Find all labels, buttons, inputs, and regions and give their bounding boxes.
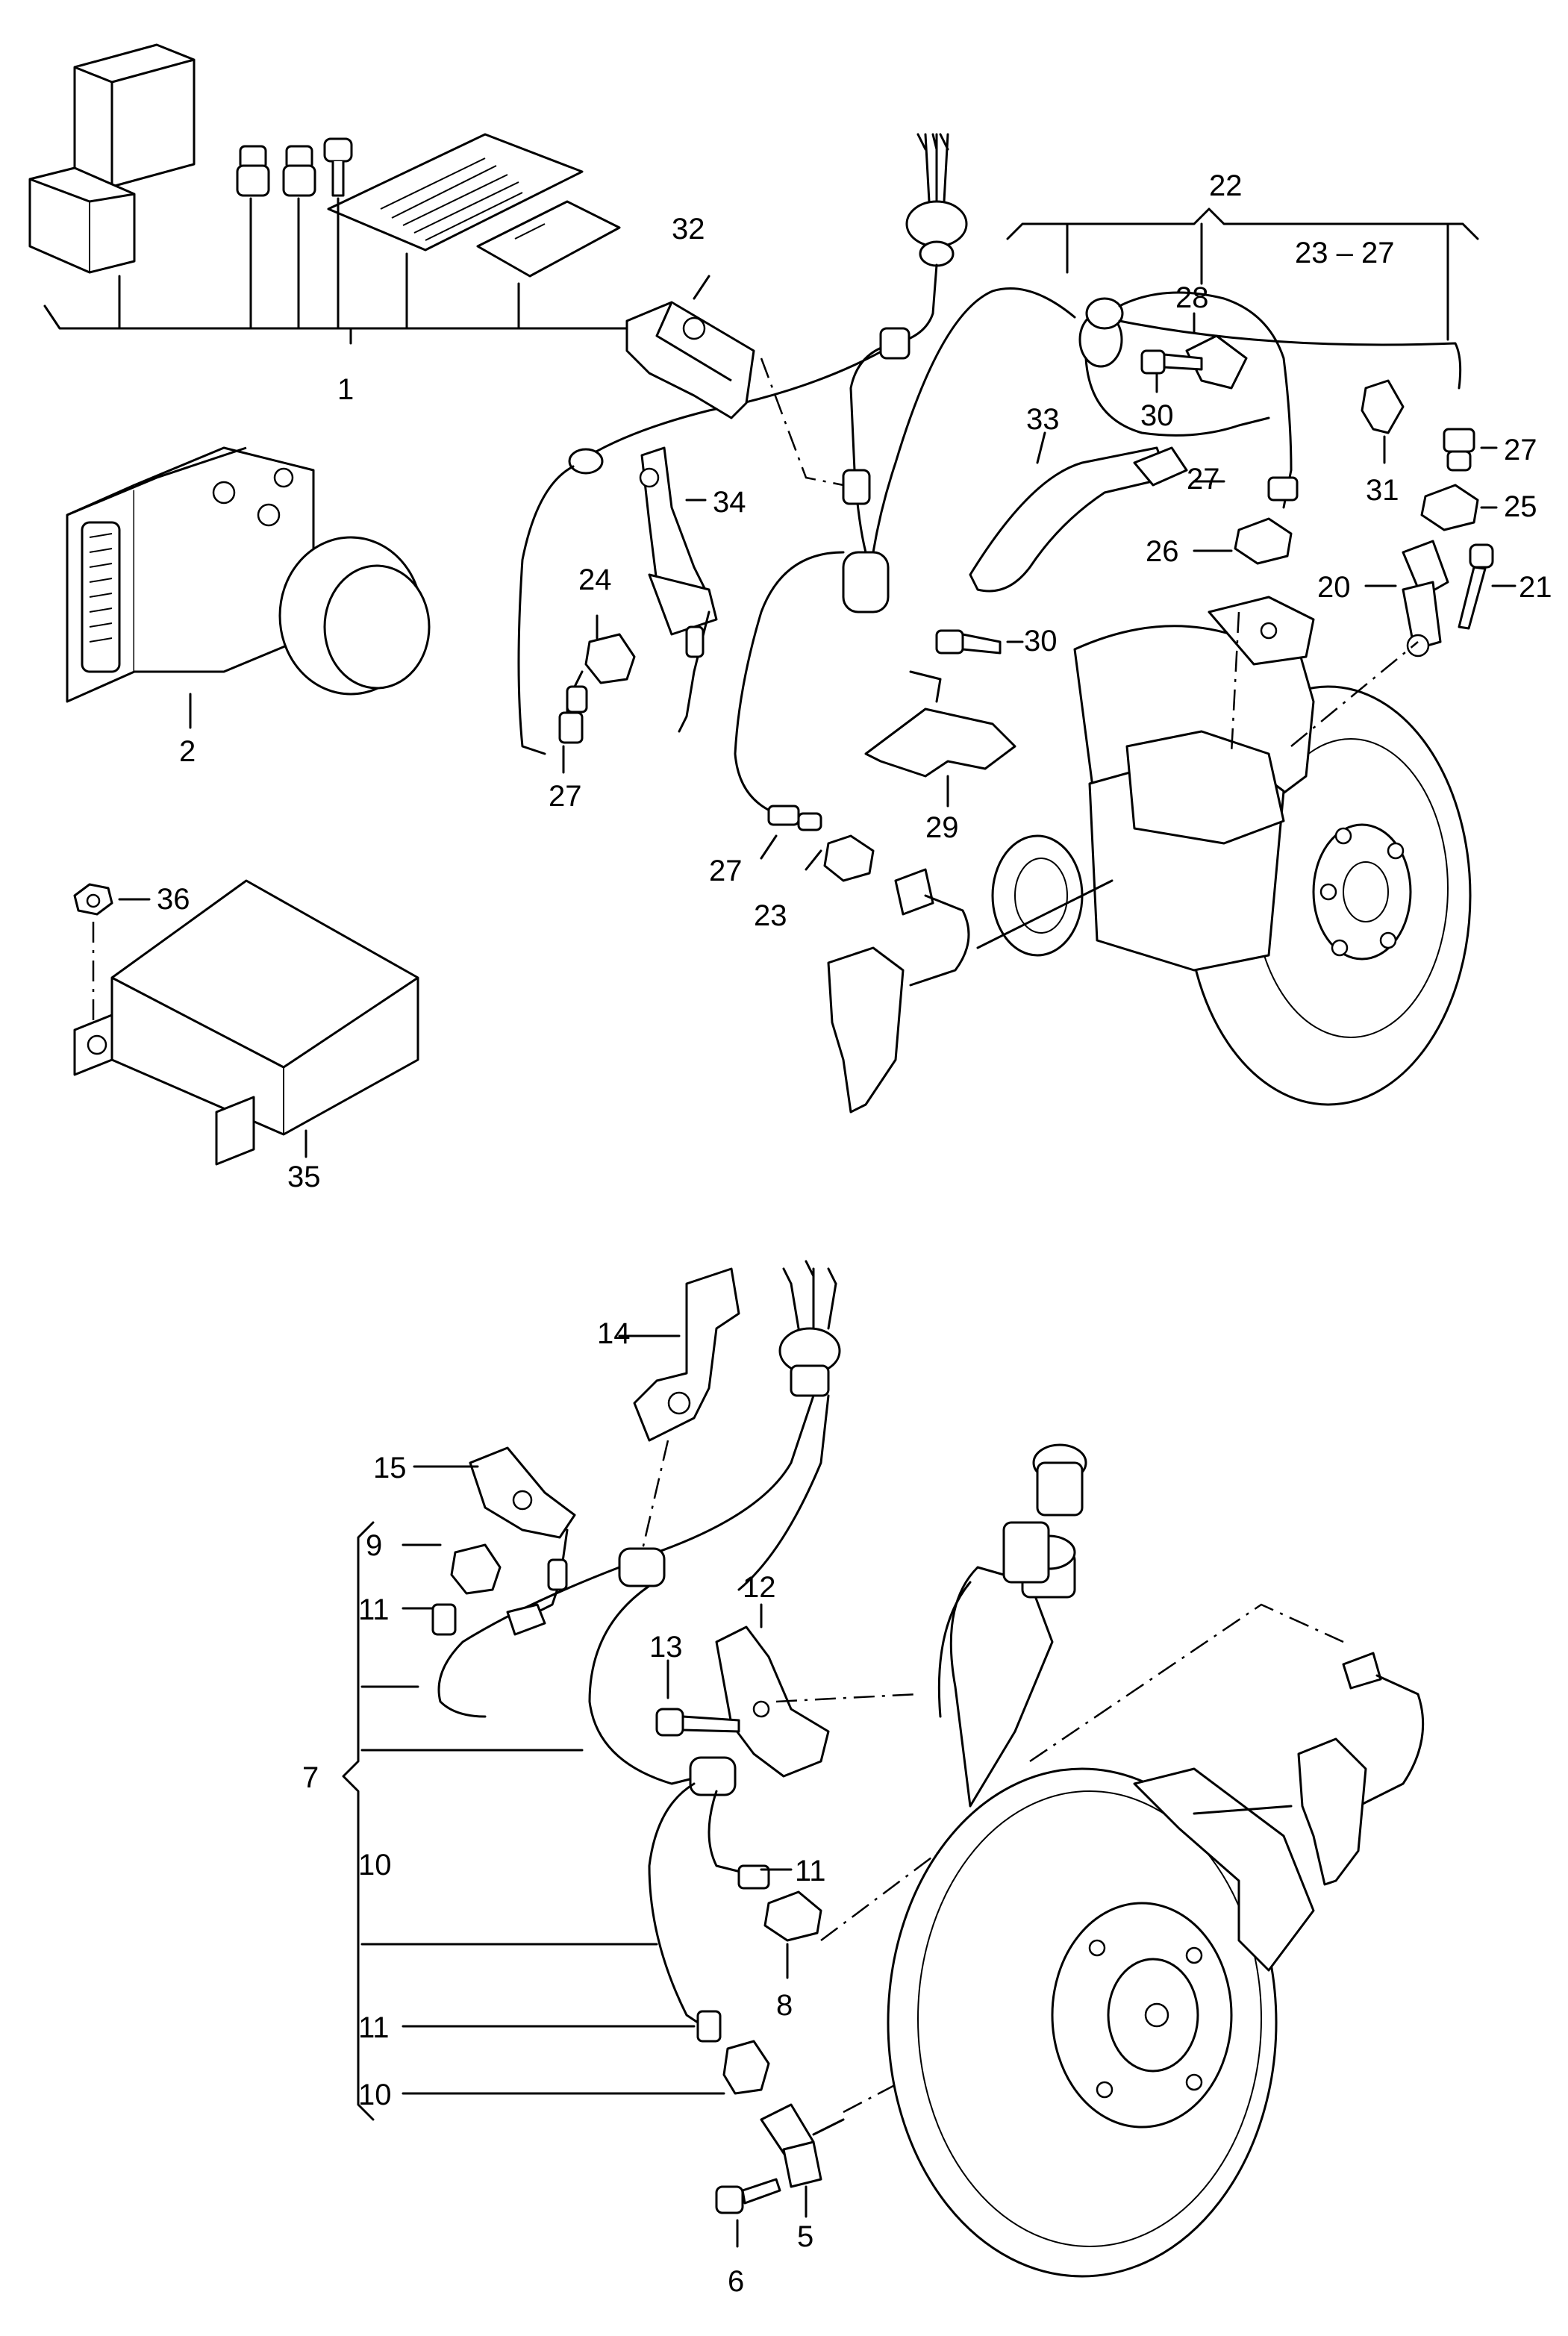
callout-10a: 10 <box>358 1849 392 1881</box>
callout-27d: 27 <box>1504 434 1537 466</box>
callout-27b: 27 <box>549 780 582 813</box>
callout-2: 2 <box>179 735 196 768</box>
callout-21: 21 <box>1519 571 1552 604</box>
callout-20: 20 <box>1317 571 1351 604</box>
callout-35: 35 <box>287 1161 321 1193</box>
callout-15: 15 <box>373 1452 407 1484</box>
callout-13: 13 <box>649 1631 683 1664</box>
callout-8: 8 <box>776 1989 793 2022</box>
clip-28[interactable] <box>1185 334 1248 390</box>
callout-14: 14 <box>597 1317 631 1350</box>
bolt-30[interactable] <box>935 629 1002 655</box>
bracket-12[interactable] <box>715 1625 830 1778</box>
front-brake-assembly[interactable] <box>887 1443 1315 2278</box>
front-pad-wear-sensor[interactable] <box>1297 1652 1425 1886</box>
callout-10b: 10 <box>358 2079 392 2111</box>
control-unit-35[interactable] <box>73 879 419 1166</box>
callout-26: 26 <box>1146 535 1179 568</box>
callout-28: 28 <box>1175 281 1209 314</box>
pad-wear-sensor[interactable] <box>827 868 970 1114</box>
bolt-icon[interactable] <box>282 145 316 197</box>
label-sheet[interactable] <box>476 200 621 278</box>
bolt-13[interactable] <box>655 1708 740 1737</box>
callout-27a: 27 <box>709 855 743 887</box>
callout-30b: 30 <box>1140 399 1174 432</box>
bolt-21[interactable] <box>1458 543 1494 630</box>
callout-5: 5 <box>797 2220 813 2253</box>
callout-7: 7 <box>302 1761 319 1794</box>
callout-12: 12 <box>743 1571 776 1604</box>
callout-30a: 30 <box>1024 625 1058 658</box>
bolt-icon[interactable] <box>236 145 270 197</box>
callout-11c: 11 <box>795 1855 826 1887</box>
bracket-32[interactable] <box>625 301 755 419</box>
callout-24: 24 <box>578 563 612 596</box>
rear-wiring-harness[interactable] <box>517 133 1479 882</box>
callout-31: 31 <box>1366 474 1399 507</box>
callout-29: 29 <box>925 811 959 844</box>
bracket-14[interactable] <box>633 1267 740 1442</box>
callout-22: 22 <box>1209 169 1243 202</box>
front-wiring-harness[interactable] <box>431 1260 841 2095</box>
callout-11a: 11 <box>358 1593 390 1626</box>
connector-lower[interactable] <box>722 2040 770 2095</box>
callout-6: 6 <box>728 2265 744 2298</box>
callout-34: 34 <box>713 486 746 519</box>
abs-kit-group: 1 <box>28 43 666 406</box>
connector-8[interactable] <box>763 1890 822 1942</box>
instruction-sheet[interactable] <box>327 133 584 252</box>
bracket-33[interactable] <box>969 446 1188 593</box>
callout-9: 9 <box>366 1529 382 1562</box>
connector-23[interactable] <box>823 834 875 882</box>
rear-brake-assembly[interactable] <box>991 596 1472 1106</box>
bracket-15[interactable] <box>469 1446 576 1636</box>
bolt-6[interactable] <box>715 2178 781 2214</box>
callout-33: 33 <box>1026 403 1060 436</box>
connector-24[interactable] <box>584 633 636 684</box>
bolt-30b[interactable] <box>1140 349 1203 375</box>
bracket-34[interactable] <box>639 446 718 733</box>
connector-25[interactable] <box>1420 484 1479 531</box>
screw-icon[interactable] <box>323 137 353 197</box>
connector-9[interactable] <box>450 1543 502 1595</box>
callout-25: 25 <box>1504 490 1537 523</box>
callout-23-27: 23 – 27 <box>1295 237 1394 269</box>
callout-11b: 11 <box>358 2011 390 2044</box>
abs-control-unit-small[interactable] <box>28 43 196 274</box>
callout-36: 36 <box>157 883 190 916</box>
abs-hydraulic-unit[interactable] <box>66 446 431 703</box>
bracket-29[interactable] <box>864 670 1016 778</box>
callout-32: 32 <box>672 213 705 246</box>
callout-27c: 27 <box>1187 463 1220 496</box>
speed-sensor-5[interactable] <box>760 2103 845 2188</box>
callout-23: 23 <box>754 899 787 932</box>
callout-1: 1 <box>337 373 354 406</box>
speed-sensor-20[interactable] <box>1402 540 1449 658</box>
clip-31[interactable] <box>1361 379 1405 434</box>
nut-icon[interactable] <box>73 883 113 916</box>
connector-26[interactable] <box>1234 517 1293 565</box>
